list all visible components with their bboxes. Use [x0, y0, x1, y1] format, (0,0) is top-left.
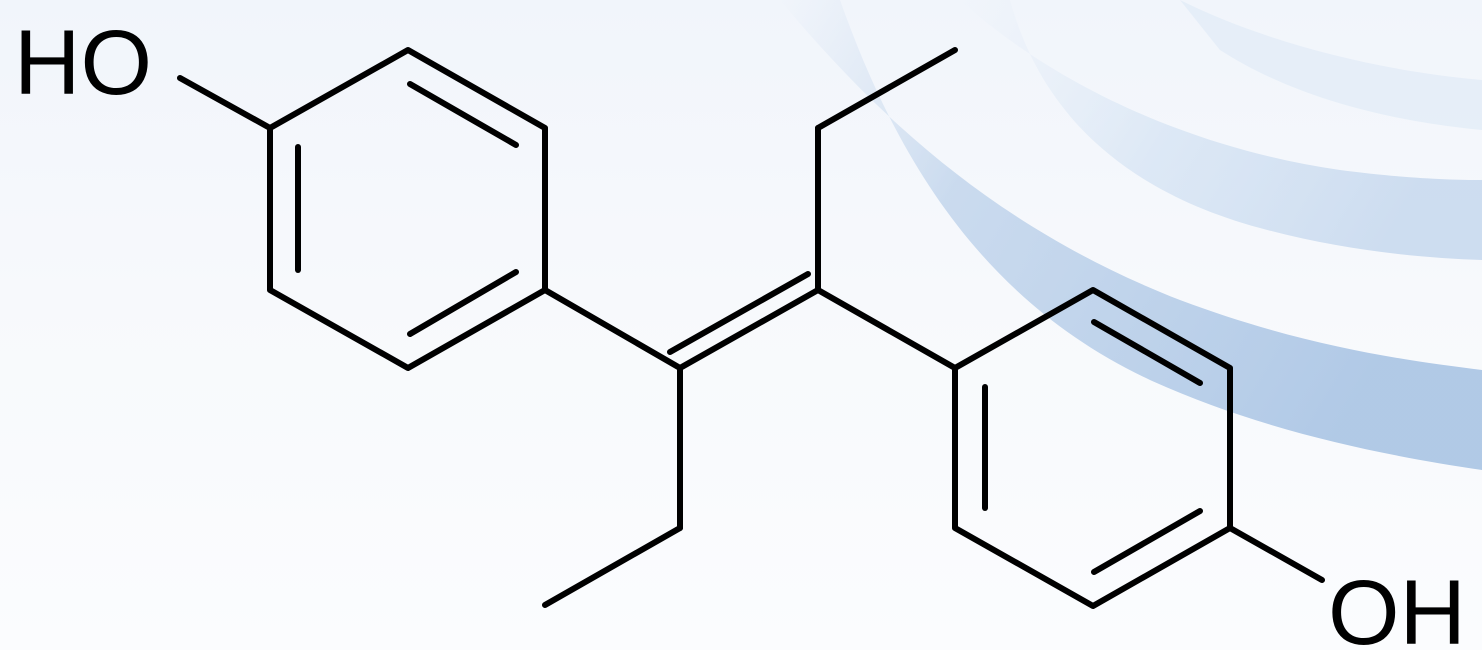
central-alkene	[542, 271, 958, 371]
right-hydroxyl-bond	[1227, 525, 1325, 583]
upper-ethyl-group	[815, 47, 958, 293]
lower-ethyl-group	[542, 365, 683, 608]
background-swoosh	[780, 0, 1482, 470]
left-hydroxyl-bond	[177, 75, 273, 131]
left-benzene-ring	[267, 47, 548, 371]
hydroxyl-label-left: HO	[14, 12, 152, 114]
hydroxyl-label-right: OH	[1328, 562, 1466, 650]
